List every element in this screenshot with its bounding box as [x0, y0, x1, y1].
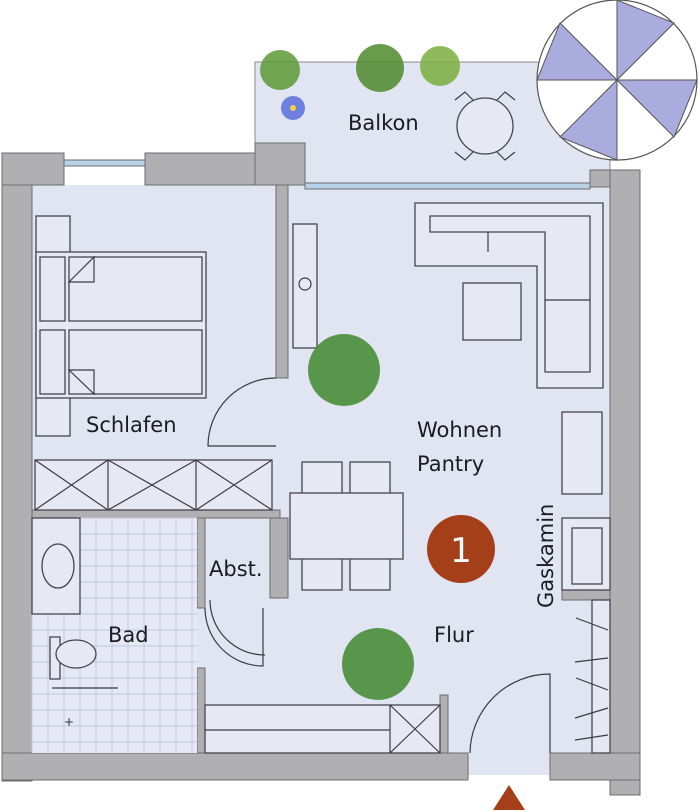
unit-badge	[427, 515, 495, 583]
bedroom-door[interactable]	[207, 377, 277, 447]
side-cabinet	[561, 411, 603, 495]
toilet-icon	[55, 639, 97, 669]
dining-table	[289, 461, 404, 591]
tv-sideboard	[292, 223, 318, 349]
gas-fireplace	[561, 517, 611, 591]
entrance-door[interactable]	[469, 673, 551, 754]
room-label-abst: Abst.	[209, 557, 263, 581]
bathroom-tiles: +	[31, 517, 197, 753]
room-label-bad: Bad	[108, 623, 149, 647]
bathroom-door[interactable]	[204, 607, 264, 667]
coat-rack	[574, 599, 611, 754]
balcony-table-chairs	[454, 91, 516, 161]
entrance-floor	[468, 750, 550, 775]
shoe-cabinet	[204, 704, 441, 754]
coffee-table	[462, 282, 522, 341]
room-label-balkon: Balkon	[348, 111, 419, 135]
entrance-arrow-icon	[493, 785, 525, 810]
plants	[260, 44, 460, 700]
storage-door[interactable]	[209, 599, 266, 656]
sofa-corner	[414, 202, 604, 389]
room-label-wohnen: Wohnen	[417, 418, 502, 442]
svg-text:+: +	[64, 715, 74, 729]
windows	[63, 159, 591, 190]
parasol-icon	[536, 0, 698, 161]
room-label-schlafen: Schlafen	[86, 413, 177, 437]
double-bed	[35, 215, 207, 437]
sink-bowl-icon	[41, 543, 75, 589]
room-label-flur: Flur	[434, 623, 474, 647]
label-gaskamin: Gaskamin	[534, 504, 558, 608]
unit-number: 1	[450, 531, 472, 571]
room-label-pantry: Pantry	[417, 452, 484, 476]
wardrobe	[34, 459, 273, 511]
